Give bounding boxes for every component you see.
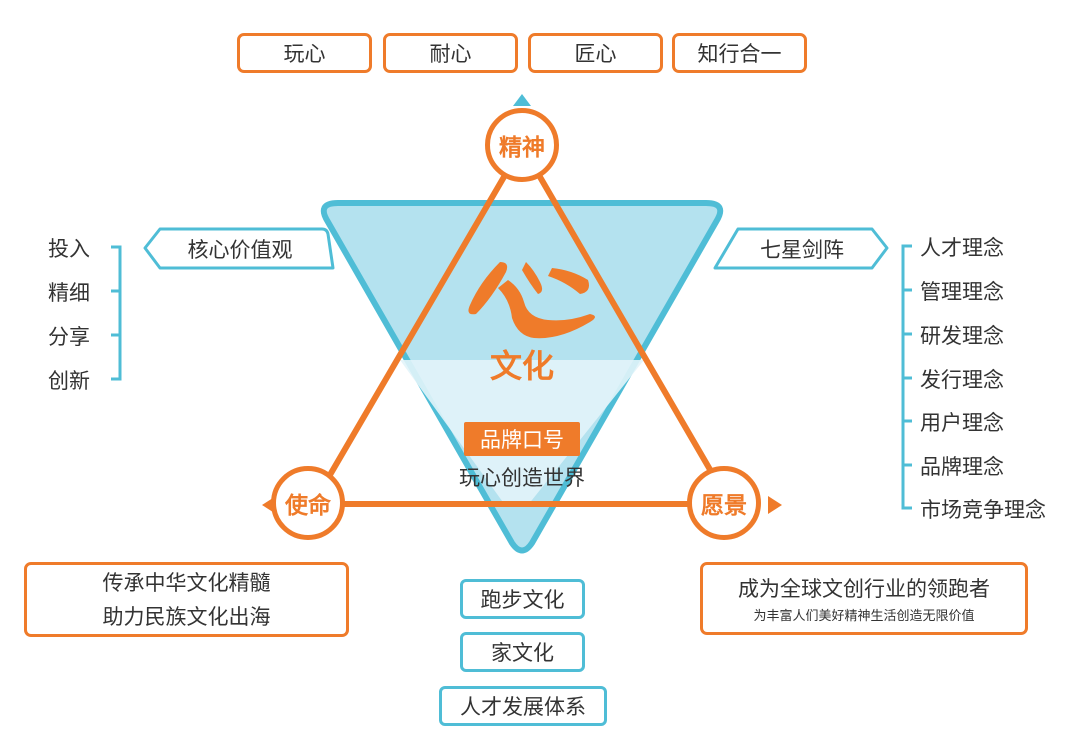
left-list-item: 精细: [48, 281, 90, 305]
slogan-text: 玩心创造世界: [459, 466, 585, 490]
right-list-item: 管理理念: [920, 280, 1004, 304]
right-list-item: 市场竞争理念: [920, 498, 1046, 522]
left-list-item: 投入: [48, 237, 90, 261]
left-tag-shape: [143, 227, 335, 270]
running-culture-box: 跑步文化: [460, 579, 585, 619]
left-list-item: 分享: [48, 325, 90, 349]
value-box-unity: 知行合一: [672, 33, 807, 73]
vision-main: 成为全球文创行业的领跑者: [738, 577, 990, 601]
value-box-playfulness: 玩心: [237, 33, 372, 73]
right-list-item: 研发理念: [920, 324, 1004, 348]
vision-sub: 为丰富人们美好精神生活创造无限价值: [753, 609, 975, 624]
node-vision: 愿景: [687, 466, 761, 540]
heart-calligraphy-icon: [468, 262, 595, 339]
value-box-patience: 耐心: [383, 33, 518, 73]
left-bracket: [111, 245, 122, 381]
culture-title: 文化: [489, 347, 554, 385]
core-values-tag: 核心价值观: [187, 237, 293, 262]
vision-box: 成为全球文创行业的领跑者 为丰富人们美好精神生活创造无限价值: [700, 562, 1028, 635]
left-list-item: 创新: [48, 369, 90, 393]
value-box-craftsmanship: 匠心: [528, 33, 663, 73]
mission-box: 传承中华文化精髓 助力民族文化出海: [24, 562, 349, 637]
mission-line: 助力民族文化出海: [102, 604, 271, 629]
arrow-top-icon: [513, 94, 531, 106]
orange-triangle: [310, 143, 733, 507]
node-mission: 使命: [271, 466, 345, 540]
family-culture-box: 家文化: [460, 632, 585, 672]
right-tag-shape: [713, 227, 889, 270]
seven-star-tag: 七星剑阵: [760, 237, 844, 262]
arrow-right-icon: [768, 496, 782, 514]
right-list-item: 用户理念: [920, 411, 1004, 435]
slogan-label: 品牌口号: [464, 422, 580, 456]
right-bracket: [901, 244, 912, 510]
talent-system-box: 人才发展体系: [439, 686, 607, 726]
node-spirit: 精神: [485, 108, 559, 182]
right-list-item: 发行理念: [920, 368, 1004, 392]
right-list-item: 人才理念: [920, 236, 1004, 260]
mission-line: 传承中华文化精髓: [102, 570, 271, 595]
right-list-item: 品牌理念: [920, 455, 1004, 479]
